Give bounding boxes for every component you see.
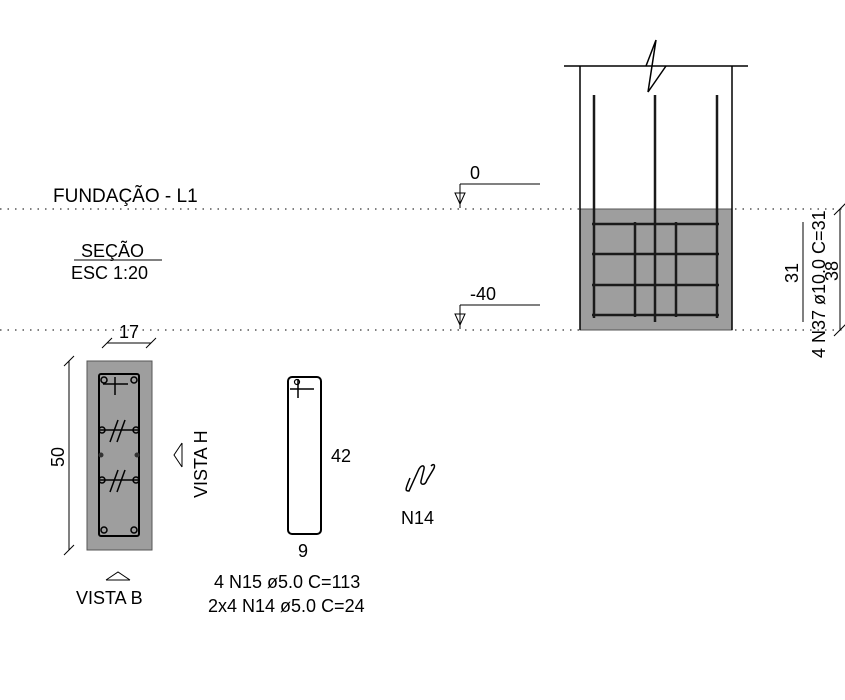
ties-upper: [98, 419, 140, 443]
dim-17: 17: [119, 322, 139, 342]
ties-lower: [98, 469, 140, 493]
stirrup-width: 9: [298, 541, 308, 561]
schedule-line-1: 4 N15 ø5.0 C=113: [214, 572, 360, 592]
foundation-title: FUNDAÇÃO - L1: [53, 185, 198, 207]
break-symbol: [645, 39, 667, 93]
cross-section: 17 50: [48, 322, 157, 556]
vista-h-marker: VISTA H: [173, 430, 211, 498]
level-top-label: 0: [470, 163, 480, 183]
level-bottom-label: -40: [470, 284, 496, 304]
dim-50: 50: [48, 447, 68, 467]
level-marker-bottom: -40: [454, 284, 540, 329]
level-marker-top: 0: [454, 163, 540, 208]
long-bar-callout: 31 4 N37 ø10.0 C=31 38: [782, 203, 845, 358]
foundation-elevation: [564, 39, 748, 331]
section-title: SEÇÃO: [81, 240, 144, 261]
stirrup-detail: 42 9: [287, 376, 351, 561]
tie-mark: N14: [401, 508, 434, 528]
section-concrete: [86, 360, 153, 551]
schedule-line-2: 2x4 N14 ø5.0 C=24: [208, 596, 365, 616]
tie-detail: N14: [401, 463, 436, 528]
vista-h-label: VISTA H: [191, 430, 211, 498]
bars-long-label: 4 N37 ø10.0 C=31: [809, 210, 829, 358]
vista-b-marker: VISTA B: [76, 571, 143, 608]
vista-b-label: VISTA B: [76, 588, 143, 608]
stirrup-shape: [287, 376, 322, 535]
section-scale: ESC 1:20: [71, 263, 148, 283]
dim-31: 31: [782, 263, 802, 283]
stirrup-height: 42: [331, 446, 351, 466]
tie-shape: [405, 463, 436, 492]
dim-38: 38: [822, 261, 842, 281]
